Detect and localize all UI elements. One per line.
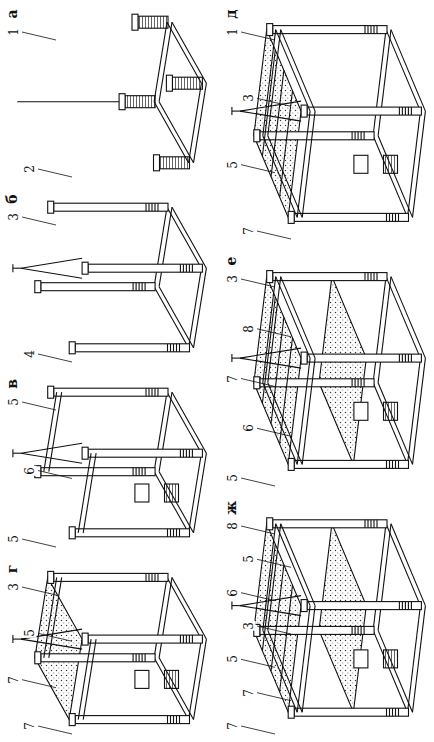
leader-line	[257, 98, 291, 106]
leader-line	[257, 231, 291, 239]
callout-number: 5	[8, 397, 21, 407]
callout-number: 3	[227, 274, 240, 284]
callout-number: 7	[243, 688, 256, 698]
callout-number: 7	[227, 721, 240, 731]
leader-line	[257, 559, 291, 567]
leader-line	[241, 526, 275, 534]
callout-number: 6	[227, 588, 240, 598]
leader-line	[22, 217, 56, 225]
leader-line	[38, 354, 72, 362]
leader-line	[257, 329, 291, 337]
panel-letter: а	[6, 8, 19, 19]
leader-line	[38, 471, 72, 479]
callout-number: 7	[8, 675, 21, 685]
leader-line	[241, 32, 275, 40]
callout-number: 6	[24, 466, 37, 476]
callout-number: 5	[227, 655, 240, 665]
callout-number: 5	[227, 160, 240, 170]
panel-letter: б	[6, 193, 19, 204]
callout-number: 1	[227, 27, 240, 37]
callout-number: 5	[243, 555, 256, 565]
leader-line	[22, 587, 56, 595]
callout-number: 5	[227, 473, 240, 483]
leader-line	[22, 32, 56, 40]
callout-number: 3	[8, 212, 21, 222]
leader-line	[241, 593, 275, 601]
callout-number: 7	[227, 374, 240, 384]
leader-line	[241, 379, 275, 387]
callout-number: 1	[8, 27, 21, 37]
panel-letter: г	[6, 564, 19, 575]
callout-number: 7	[24, 721, 37, 731]
panel-letter: д	[225, 8, 238, 19]
callout-number: 5	[24, 629, 37, 639]
leader-line	[22, 539, 56, 547]
leader-line	[241, 279, 275, 287]
leader-line	[241, 478, 275, 486]
panel-letter: в	[6, 378, 19, 390]
leader-line	[38, 726, 72, 734]
callout-number: 2	[24, 164, 37, 174]
panel-letter: ж	[225, 500, 238, 516]
leader-line	[257, 626, 291, 634]
leader-line	[38, 633, 72, 641]
callout-number: 3	[243, 94, 256, 104]
leader-line	[241, 659, 275, 667]
callout-number: 8	[243, 324, 256, 334]
leader-line	[257, 428, 291, 436]
callout-number: 8	[227, 521, 240, 531]
leader-line	[22, 680, 56, 688]
callout-number: 7	[243, 226, 256, 236]
callout-number: 4	[24, 349, 37, 359]
leader-line	[22, 402, 56, 410]
leader-line	[257, 693, 291, 701]
callout-number: 3	[243, 621, 256, 631]
leader-line	[38, 169, 72, 177]
callout-number: 6	[243, 423, 256, 433]
leader-line	[241, 165, 275, 173]
callout-number: 3	[8, 582, 21, 592]
panel-letter: е	[225, 256, 238, 267]
leader-line	[241, 726, 275, 734]
callout-number: 5	[8, 534, 21, 544]
